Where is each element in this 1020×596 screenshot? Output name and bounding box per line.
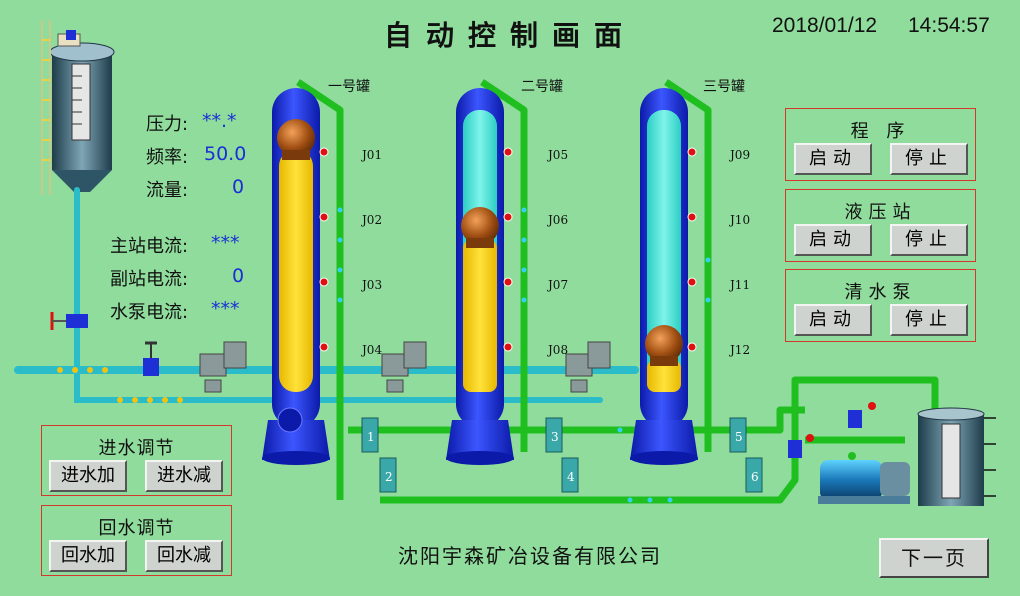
- program-stop-button[interactable]: 停止: [890, 143, 968, 175]
- program-panel-title: 程 序: [850, 121, 911, 142]
- pipe-fittings: [199, 341, 611, 393]
- level-j12: J12: [730, 343, 751, 357]
- return-panel-title: 回水调节: [98, 518, 175, 539]
- hydraulic-panel-title: 液压站: [844, 202, 917, 223]
- pressure-value: **.*: [202, 110, 237, 132]
- level-j11: J11: [730, 278, 751, 292]
- level-j07: J07: [548, 278, 569, 292]
- valve-number-2: 2: [385, 470, 393, 484]
- clear-pump-panel-title: 清水泵: [844, 282, 917, 303]
- level-j08: J08: [548, 343, 569, 357]
- inlet-decrease-button[interactable]: 进水减: [145, 460, 223, 492]
- frequency-value: 50.0: [204, 143, 247, 165]
- main-current-value: ***: [211, 232, 240, 254]
- level-j01: J01: [362, 148, 383, 162]
- level-j10: J10: [730, 213, 751, 227]
- program-start-button[interactable]: 启动: [794, 143, 872, 175]
- frequency-label: 频率:: [146, 147, 189, 168]
- tank-3-label: 三号罐: [703, 79, 745, 95]
- level-j06: J06: [548, 213, 569, 227]
- flow-label: 流量:: [146, 180, 189, 201]
- level-lights: [319, 147, 697, 352]
- return-panel: 回水调节 回水加 回水减: [41, 505, 232, 576]
- tank-2: [446, 88, 514, 465]
- valve-number-5: 5: [735, 430, 743, 444]
- program-panel: 程 序 启动 停止: [785, 108, 976, 181]
- tank-1: [262, 88, 330, 465]
- valve-number-6: 6: [751, 470, 759, 484]
- sub-current-label: 副站电流:: [110, 269, 189, 290]
- inlet-valve[interactable]: [50, 312, 88, 330]
- valve-number-4: 4: [567, 470, 575, 484]
- flow-arrows: [337, 207, 711, 503]
- time-display: 14:54:57: [908, 14, 990, 37]
- main-valve[interactable]: [143, 341, 159, 376]
- tank-1-label: 一号罐: [328, 79, 370, 95]
- pump-valves[interactable]: [788, 402, 876, 458]
- company-name: 沈阳宇森矿冶设备有限公司: [398, 544, 662, 568]
- inlet-pipes: [14, 187, 639, 403]
- hydraulic-start-button[interactable]: 启动: [794, 224, 872, 256]
- return-decrease-button[interactable]: 回水减: [145, 540, 223, 572]
- valve-number-3: 3: [551, 430, 559, 444]
- pump-current-value: ***: [211, 298, 240, 320]
- flow-value: 0: [232, 176, 245, 198]
- main-current-label: 主站电流:: [110, 236, 189, 257]
- tank-2-label: 二号罐: [521, 79, 563, 95]
- page-title: 自动控制画面: [383, 19, 636, 52]
- tank-3: [630, 88, 698, 465]
- inlet-panel: 进水调节 进水加 进水减: [41, 425, 232, 496]
- clear-pump-start-button[interactable]: 启动: [794, 304, 872, 336]
- level-j03: J03: [362, 278, 383, 292]
- return-increase-button[interactable]: 回水加: [49, 540, 127, 572]
- hydraulic-stop-button[interactable]: 停止: [890, 224, 968, 256]
- sub-current-value: 0: [232, 265, 245, 287]
- storage-tank: [41, 20, 115, 195]
- pump-current-label: 水泵电流:: [110, 302, 189, 323]
- level-j02: J02: [362, 213, 383, 227]
- numbered-valves[interactable]: [361, 417, 763, 493]
- hydraulic-panel: 液压站 启动 停止: [785, 189, 976, 262]
- valve-number-1: 1: [367, 430, 375, 444]
- clear-water-tank: [917, 407, 996, 506]
- inlet-increase-button[interactable]: 进水加: [49, 460, 127, 492]
- level-j09: J09: [730, 148, 751, 162]
- clear-pump-stop-button[interactable]: 停止: [890, 304, 968, 336]
- date-display: 2018/01/12: [772, 14, 878, 37]
- pressure-label: 压力:: [146, 114, 189, 135]
- level-j04: J04: [362, 343, 383, 357]
- clear-pump-panel: 清水泵 启动 停止: [785, 269, 976, 342]
- level-j05: J05: [548, 148, 569, 162]
- green-pipes: [296, 79, 939, 504]
- next-page-button[interactable]: 下一页: [879, 538, 989, 578]
- water-pump: [818, 452, 910, 504]
- inlet-panel-title: 进水调节: [98, 438, 175, 459]
